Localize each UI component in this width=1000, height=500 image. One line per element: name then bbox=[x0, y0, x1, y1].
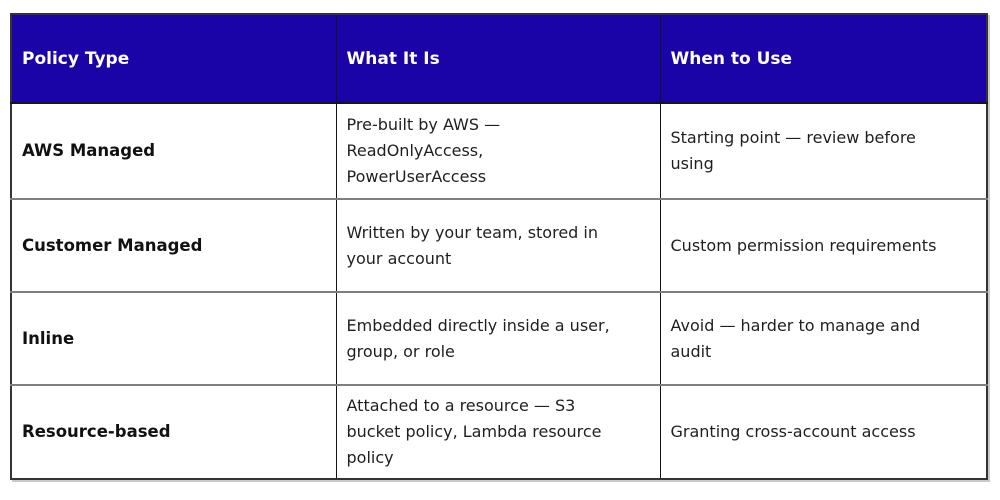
column-header-what-it-is: What It Is bbox=[335, 14, 660, 104]
table-row-customer-managed: Customer Managed Written by your team, s… bbox=[11, 199, 987, 293]
cell-what-it-is: Written by your team, stored in your acc… bbox=[335, 199, 660, 293]
cell-when-to-use: Granting cross-account access bbox=[659, 385, 987, 479]
table-row-inline: Inline Embedded directly inside a user, … bbox=[11, 292, 987, 386]
cell-policy-type: Inline bbox=[11, 292, 336, 386]
cell-when-to-use: Custom permission requirements bbox=[659, 199, 987, 293]
cell-what-it-is: Pre-built by AWS — ReadOnlyAccess, Power… bbox=[335, 103, 660, 200]
table-row-resource-based: Resource-based Attached to a resource — … bbox=[11, 385, 987, 479]
cell-when-to-use: Avoid — harder to manage and audit bbox=[659, 292, 987, 386]
cell-policy-type: Resource-based bbox=[11, 385, 336, 479]
cell-what-it-is: Attached to a resource — S3 bucket polic… bbox=[335, 385, 660, 479]
cell-policy-type: AWS Managed bbox=[11, 103, 336, 200]
cell-policy-type: Customer Managed bbox=[11, 199, 336, 293]
cell-when-to-use: Starting point — review before using bbox=[659, 103, 987, 200]
column-header-policy-type: Policy Type bbox=[11, 14, 336, 104]
cell-what-it-is: Embedded directly inside a user, group, … bbox=[335, 292, 660, 386]
column-header-when-to-use: When to Use bbox=[659, 14, 987, 104]
header-row: Policy Type What It Is When to Use bbox=[11, 14, 987, 104]
policy-comparison-table: Policy Type What It Is When to Use AWS M… bbox=[10, 13, 988, 480]
table-row-aws-managed: AWS Managed Pre-built by AWS — ReadOnlyA… bbox=[11, 103, 987, 200]
